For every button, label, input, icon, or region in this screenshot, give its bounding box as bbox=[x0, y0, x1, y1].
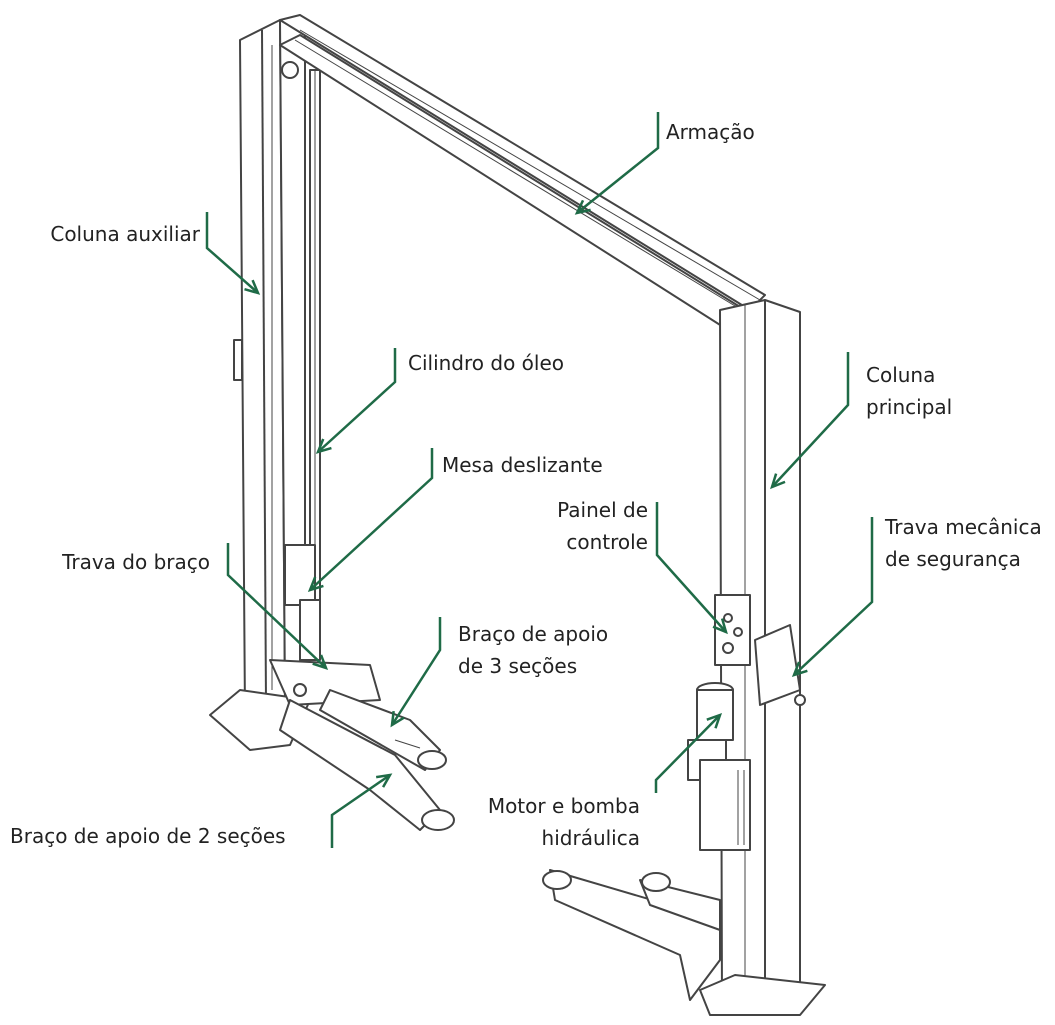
label-painel-controle-line1: Painel de bbox=[557, 498, 648, 522]
label-armacao: Armação bbox=[666, 116, 755, 148]
label-coluna-auxiliar: Coluna auxiliar bbox=[20, 218, 200, 250]
label-motor-bomba-line2: hidráulica bbox=[541, 826, 640, 850]
arrow-braco-2-secoes-line bbox=[330, 773, 391, 848]
arrow-coluna-principal-line bbox=[771, 352, 850, 488]
arrow-motor-bomba-line bbox=[654, 714, 721, 793]
auxiliary-column bbox=[233, 19, 306, 716]
label-coluna-principal: Coluna principal bbox=[866, 359, 952, 423]
arrow-cilindro-oleo bbox=[315, 348, 397, 454]
label-braco-3-secoes-line1: Braço de apoio bbox=[458, 622, 609, 646]
sliding-carriage bbox=[284, 544, 321, 661]
arrow-armacao bbox=[574, 112, 660, 215]
arrow-braco-3-secoes bbox=[390, 617, 442, 728]
arrow-braco-2-secoes-head bbox=[375, 773, 393, 788]
arrow-coluna-auxiliar bbox=[205, 212, 261, 295]
arrow-coluna-auxiliar-head bbox=[244, 279, 261, 295]
arrow-braco-2-secoes bbox=[330, 773, 393, 848]
label-painel-controle-line2: controle bbox=[566, 530, 648, 554]
arrow-cilindro-oleo-head bbox=[315, 438, 332, 454]
label-motor-bomba: Motor e bomba hidráulica bbox=[460, 790, 640, 854]
right-base-arms bbox=[542, 869, 826, 1016]
arrow-mesa-deslizante bbox=[307, 448, 434, 592]
arrow-painel-controle bbox=[655, 502, 728, 635]
label-coluna-auxiliar-text: Coluna auxiliar bbox=[50, 222, 200, 246]
arrow-cilindro-oleo-line bbox=[317, 348, 397, 453]
label-trava-braco-text: Trava do braço bbox=[62, 550, 210, 574]
label-braco-2-secoes-text: Braço de apoio de 2 seções bbox=[10, 824, 286, 848]
arrow-armacao-head bbox=[574, 199, 591, 215]
arrow-painel-controle-head bbox=[712, 618, 728, 635]
arrow-coluna-principal bbox=[770, 352, 850, 490]
left-base-arms bbox=[209, 659, 455, 831]
arrow-trava-mecanica-line bbox=[793, 517, 874, 676]
label-braco-2-secoes: Braço de apoio de 2 seções bbox=[10, 820, 286, 852]
label-trava-mecanica: Trava mecânica de segurança bbox=[885, 511, 1042, 575]
label-cilindro-oleo-text: Cilindro do óleo bbox=[408, 351, 565, 375]
arrow-motor-bomba-head bbox=[706, 712, 723, 729]
arrow-motor-bomba bbox=[654, 712, 723, 793]
lift-illustration bbox=[209, 14, 826, 1016]
label-coluna-principal-line1: Coluna bbox=[866, 363, 936, 387]
label-trava-braco: Trava do braço bbox=[20, 546, 210, 578]
arrow-trava-braco-line bbox=[226, 543, 327, 669]
arrow-armacao-line bbox=[576, 112, 660, 214]
overhead-beam bbox=[279, 14, 766, 331]
arrow-coluna-principal-head bbox=[770, 473, 786, 490]
label-armacao-text: Armação bbox=[666, 120, 755, 144]
label-mesa-deslizante-text: Mesa deslizante bbox=[442, 453, 603, 477]
label-trava-mecanica-line2: de segurança bbox=[885, 547, 1021, 571]
motor-pump bbox=[687, 682, 751, 851]
arrow-trava-braco bbox=[226, 543, 329, 670]
arrow-mesa-deslizante-line bbox=[309, 448, 434, 591]
arrow-mesa-deslizante-head bbox=[307, 576, 324, 592]
arrow-braco-3-secoes-line bbox=[390, 617, 442, 726]
arrow-trava-braco-head bbox=[312, 654, 329, 670]
arrow-coluna-auxiliar-line bbox=[205, 212, 259, 294]
label-braco-3-secoes: Braço de apoio de 3 seções bbox=[458, 618, 608, 682]
arrow-trava-mecanica bbox=[791, 517, 874, 677]
arrow-braco-3-secoes-head bbox=[390, 710, 405, 728]
arrow-trava-mecanica-head bbox=[791, 661, 808, 677]
label-trava-mecanica-line1: Trava mecânica bbox=[885, 515, 1042, 539]
label-painel-controle: Painel de controle bbox=[500, 494, 648, 558]
label-braco-3-secoes-line2: de 3 seções bbox=[458, 654, 578, 678]
label-motor-bomba-line1: Motor e bomba bbox=[487, 794, 640, 818]
arrow-painel-controle-line bbox=[655, 502, 727, 633]
callout-arrows bbox=[205, 112, 874, 848]
label-cilindro-oleo: Cilindro do óleo bbox=[408, 347, 564, 379]
safety-lock bbox=[754, 624, 806, 706]
label-coluna-principal-line2: principal bbox=[866, 395, 953, 419]
label-mesa-deslizante: Mesa deslizante bbox=[442, 449, 603, 481]
